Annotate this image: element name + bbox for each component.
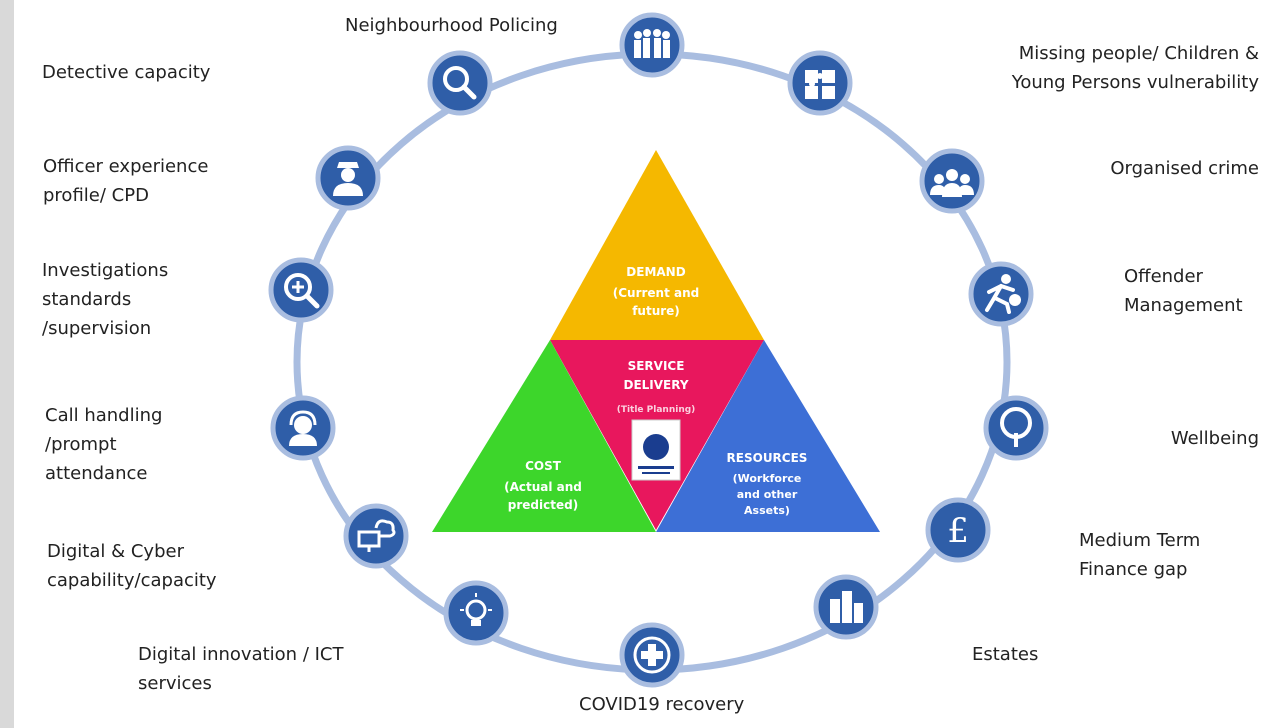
demand-segment xyxy=(550,150,764,340)
resources-segment xyxy=(656,340,880,532)
crest-text-line xyxy=(638,466,674,469)
label-organised-crime: Organised crime xyxy=(1110,158,1259,179)
cost-sub-1: (Actual and xyxy=(504,480,582,494)
buildings-icon xyxy=(813,574,879,640)
label-offender-management: Offender Management xyxy=(1124,266,1243,316)
magnifier-icon xyxy=(427,50,493,116)
cost-title: COST xyxy=(525,459,562,473)
label-estates: Estates xyxy=(972,644,1039,665)
service-title-2: DELIVERY xyxy=(623,378,688,392)
label-officer-experience: Officer experience profile/ CPD xyxy=(43,156,209,206)
cost-sub-2: predicted) xyxy=(508,498,578,512)
demand-sub-1: (Current and xyxy=(613,286,700,300)
police-officer-icon xyxy=(315,145,381,211)
diagram-svg: DEMAND (Current and future) SERVICE DELI… xyxy=(268,12,1049,688)
label-neighbourhood-policing: Neighbourhood Policing xyxy=(345,15,558,36)
puzzle-icon xyxy=(787,50,853,116)
label-digital-cyber: Digital & Cyber capability/capacity xyxy=(47,541,217,591)
label-covid19: COVID19 recovery xyxy=(579,694,745,715)
crest-emblem xyxy=(643,434,669,460)
cost-segment xyxy=(432,340,656,532)
label-wellbeing: Wellbeing xyxy=(1170,428,1259,449)
label-digital-innovation: Digital innovation / ICT services xyxy=(138,644,344,694)
running-person-icon xyxy=(968,261,1034,327)
group-icon xyxy=(919,148,985,214)
label-mtfg: Medium Term Finance gap xyxy=(1079,530,1201,580)
resources-sub-2: and other xyxy=(737,488,798,501)
resources-sub-3: Assets) xyxy=(744,504,790,517)
svg-text:£: £ xyxy=(947,511,969,551)
cloud-computer-icon xyxy=(343,503,409,569)
resources-sub-1: (Workforce xyxy=(733,472,802,485)
label-investigations: Investigations standards /supervision xyxy=(42,260,169,339)
resources-title: RESOURCES xyxy=(727,451,808,465)
demand-title: DEMAND xyxy=(626,265,685,279)
medical-cross-icon xyxy=(619,622,685,688)
label-call-handling: Call handling /prompt attendance xyxy=(45,405,163,484)
crowd-icon xyxy=(619,12,685,78)
service-sub: (Title Planning) xyxy=(617,405,696,415)
headset-icon xyxy=(270,395,336,461)
label-detective: Detective capacity xyxy=(42,62,211,83)
zoom-in-icon xyxy=(268,257,334,323)
diagram-canvas: DEMAND (Current and future) SERVICE DELI… xyxy=(14,0,1277,728)
tree-icon xyxy=(983,395,1049,461)
demand-sub-2: future) xyxy=(632,304,680,318)
pound-icon: £ xyxy=(925,497,991,563)
label-missing-people: Missing people/ Children & Young Persons… xyxy=(1011,43,1259,93)
crest-text-line-2 xyxy=(642,472,670,474)
service-title: SERVICE xyxy=(628,359,685,373)
central-triangle: DEMAND (Current and future) SERVICE DELI… xyxy=(432,150,880,532)
lightbulb-icon xyxy=(443,580,509,646)
